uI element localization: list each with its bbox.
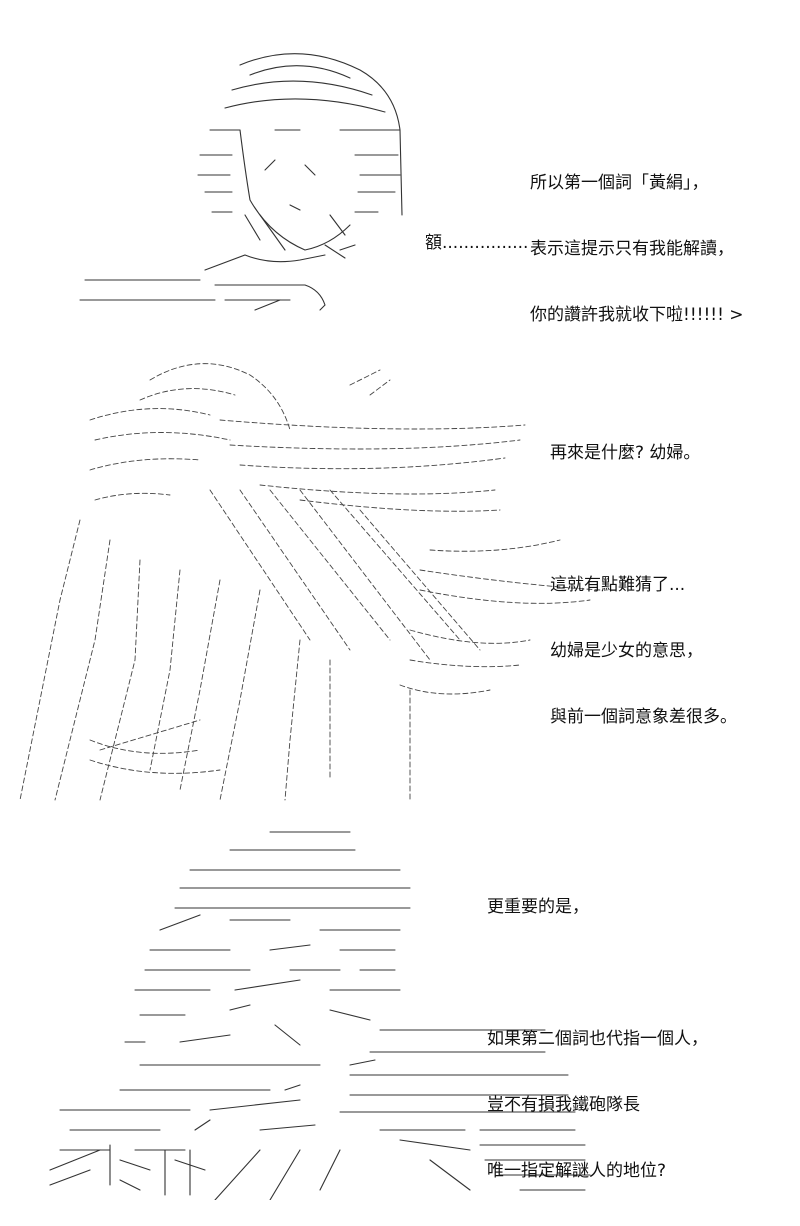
ascii-art-character-3 — [49, 831, 591, 1200]
dialogue-aside: 額................ — [425, 233, 529, 253]
dialogue-line: 與前一個詞意象差很多。 — [550, 707, 737, 727]
dialogue-line: 這就有點難猜了... — [550, 575, 686, 595]
panel-1: 所以第一個詞「黃絹」， 表示這提示只有我能解讀， 你的讚許我就收下啦!!!!!!… — [0, 0, 800, 330]
dialogue-line — [550, 508, 737, 530]
dialogue-line — [487, 962, 708, 984]
panel-3: 更重要的是， 如果第二個詞也代指一個人， 豈不有損我鐵砲隊長 唯一指定解謎人的地… — [0, 820, 800, 1200]
ascii-art-character-2 — [19, 363, 601, 801]
ascii-art-character-1 — [79, 53, 403, 311]
dialogue-line: 再來是什麼? 幼婦。 — [550, 443, 701, 463]
dialogue-line: 豈不有損我鐵砲隊長 — [487, 1095, 640, 1115]
dialogue-line: 所以第一個詞「黃絹」， — [530, 173, 709, 193]
dialogue-block: 更重要的是， 如果第二個詞也代指一個人， 豈不有損我鐵砲隊長 唯一指定解謎人的地… — [487, 852, 708, 1226]
dialogue-line: 你的讚許我就收下啦!!!!!! > — [530, 305, 744, 325]
panel-2: 再來是什麼? 幼婦。 這就有點難猜了... 幼婦是少女的意思， 與前一個詞意象差… — [0, 340, 800, 820]
dialogue-line: 更重要的是， — [487, 897, 589, 917]
dialogue-line: 表示這提示只有我能解讀， — [530, 239, 734, 259]
dialogue-block: 所以第一個詞「黃絹」， 表示這提示只有我能解讀， 你的讚許我就收下啦!!!!!!… — [530, 128, 744, 370]
dialogue-line: 幼婦是少女的意思， — [550, 641, 703, 661]
dialogue-line: 如果第二個詞也代指一個人， — [487, 1029, 708, 1049]
dialogue-block: 再來是什麼? 幼婦。 這就有點難猜了... 幼婦是少女的意思， 與前一個詞意象差… — [550, 398, 737, 772]
dialogue-line: 唯一指定解謎人的地位? — [487, 1161, 667, 1181]
